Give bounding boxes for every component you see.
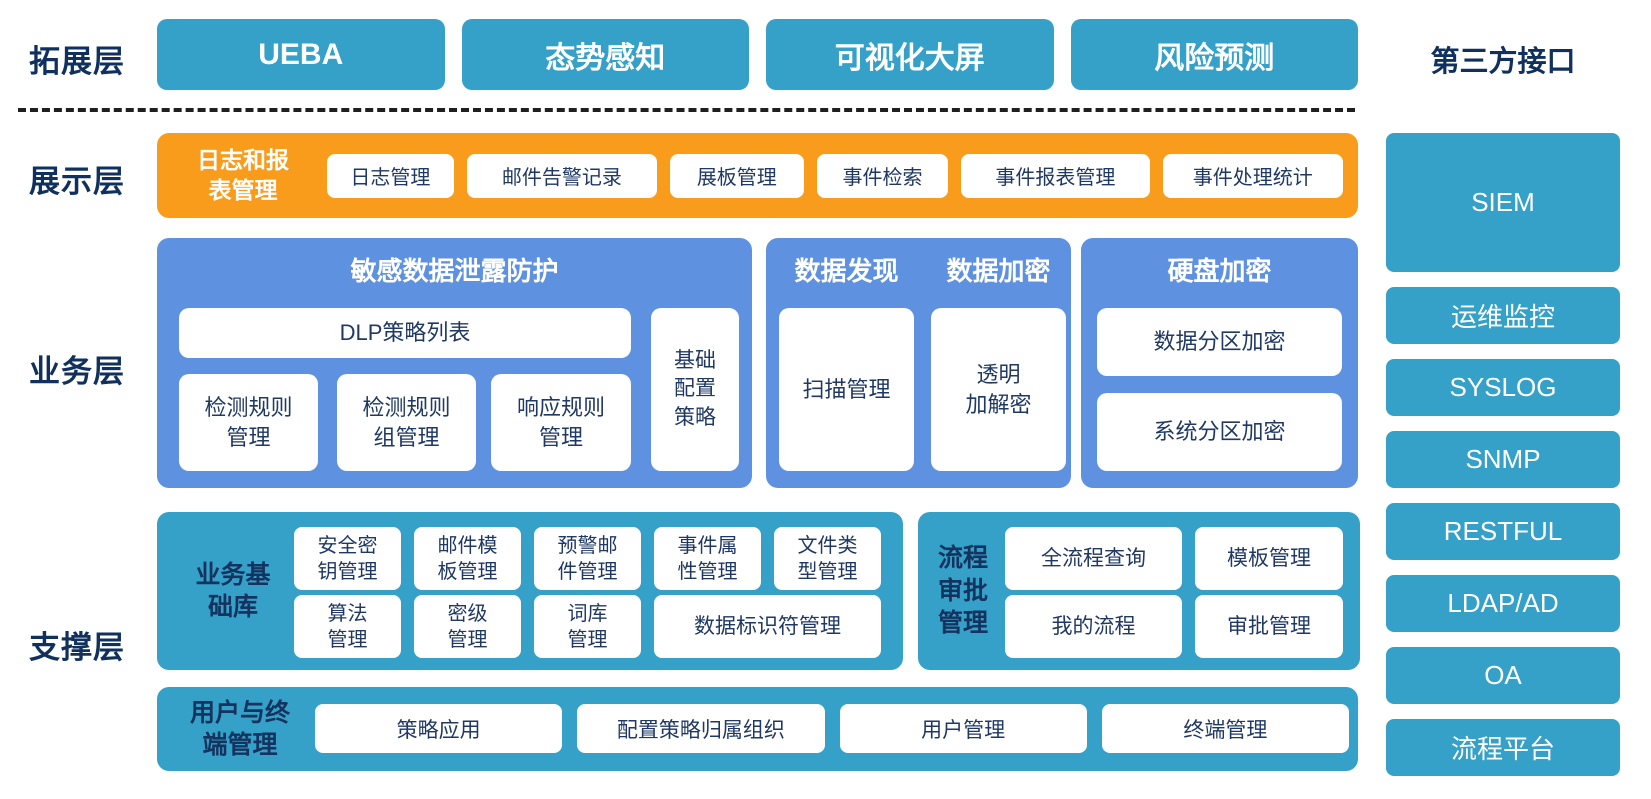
base-config-policy-card: 基础 配置 策略: [651, 308, 739, 471]
layer-label-business: 业务层: [29, 354, 125, 389]
third-party-column: SIEM 运维监控 SYSLOG SNMP RESTFUL LDAP/AD OA…: [1386, 133, 1620, 780]
user-terminal-buttons: 策略应用 配置策略归属组织 用户管理 终端管理: [315, 704, 1349, 753]
file-type-card: 文件类 型管理: [774, 527, 881, 590]
third-party-title: 第三方接口: [1430, 46, 1576, 78]
approval-mgmt-card: 审批管理: [1195, 595, 1343, 658]
extension-layer-row: UEBA 态势感知 可视化大屏 风险预测: [157, 19, 1358, 90]
log-management-card: 日志管理: [327, 153, 454, 198]
terminal-mgmt-card: 终端管理: [1101, 704, 1349, 753]
extension-item-risk-predict: 风险预测: [1070, 19, 1358, 90]
data-discovery-encryption-box: 数据发现 数据加密 扫描管理 透明 加解密: [766, 238, 1071, 488]
dlp-protection-box: 敏感数据泄露防护 DLP策略列表 检测规则 管理 检测规则 组管理 响应规则 管…: [157, 238, 752, 488]
dashed-separator: [18, 108, 1355, 112]
data-partition-encryption-card: 数据分区加密: [1097, 308, 1342, 376]
response-rule-card: 响应规则 管理: [491, 374, 631, 471]
extension-item-bigscreen: 可视化大屏: [766, 19, 1054, 90]
third-party-item-snmp: SNMP: [1386, 431, 1620, 488]
log-report-group-label: 日志和报 表管理: [197, 146, 289, 203]
secrecy-level-card: 密级 管理: [414, 595, 521, 658]
full-flow-query-card: 全流程查询: [1005, 527, 1182, 590]
event-stats-card: 事件处理统计: [1162, 153, 1343, 198]
data-encryption-title: 数据加密: [946, 256, 1051, 286]
security-key-card: 安全密 钥管理: [294, 527, 401, 590]
detect-rule-group-card: 检测规则 组管理: [337, 374, 476, 471]
layer-label-extension: 拓展层: [29, 44, 125, 79]
scan-management-card: 扫描管理: [779, 308, 914, 471]
alert-mail-card: 预警邮 件管理: [534, 527, 641, 590]
event-attr-card: 事件属 性管理: [654, 527, 761, 590]
layer-label-display: 展示层: [29, 164, 125, 199]
third-party-item-oa: OA: [1386, 647, 1620, 704]
dlp-protection-title: 敏感数据泄露防护: [350, 256, 559, 286]
extension-item-ueba: UEBA: [157, 19, 445, 90]
user-terminal-label: 用户与终 端管理: [189, 698, 290, 760]
mail-template-card: 邮件模 板管理: [414, 527, 521, 590]
layer-label-support: 支撑层: [29, 630, 125, 665]
user-terminal-box: 用户与终 端管理 策略应用 配置策略归属组织 用户管理 终端管理: [157, 687, 1358, 771]
my-flow-card: 我的流程: [1005, 595, 1182, 658]
business-base-lib-label: 业务基 础库: [195, 560, 271, 622]
third-party-item-flow-platform: 流程平台: [1386, 719, 1620, 776]
third-party-item-ldap-ad: LDAP/AD: [1386, 575, 1620, 632]
detect-rule-card: 检测规则 管理: [179, 374, 318, 471]
third-party-item-ops-monitor: 运维监控: [1386, 287, 1620, 344]
data-discovery-title: 数据发现: [794, 256, 899, 286]
system-partition-encryption-card: 系统分区加密: [1097, 393, 1342, 471]
mail-alert-record-card: 邮件告警记录: [466, 153, 657, 198]
third-party-item-siem: SIEM: [1386, 133, 1620, 272]
event-search-card: 事件检索: [816, 153, 949, 198]
disk-encryption-box: 硬盘加密 数据分区加密 系统分区加密: [1081, 238, 1358, 488]
third-party-item-restful: RESTFUL: [1386, 503, 1620, 560]
business-base-lib-box: 业务基 础库 安全密 钥管理 邮件模 板管理 预警邮 件管理 事件属 性管理 文…: [157, 512, 903, 670]
lexicon-card: 词库 管理: [534, 595, 641, 658]
event-report-card: 事件报表管理: [961, 153, 1150, 198]
disk-encryption-title: 硬盘加密: [1167, 256, 1272, 286]
extension-item-situation: 态势感知: [461, 19, 749, 90]
workflow-approval-label: 流程 审批 管理: [937, 544, 988, 638]
third-party-item-syslog: SYSLOG: [1386, 359, 1620, 416]
workflow-approval-box: 流程 审批 管理 全流程查询 模板管理 我的流程 审批管理: [918, 512, 1360, 670]
algorithm-card: 算法 管理: [294, 595, 401, 658]
display-layer-box: 日志和报 表管理 日志管理 邮件告警记录 展板管理 事件检索 事件报表管理 事件…: [157, 133, 1358, 218]
policy-org-config-card: 配置策略归属组织: [577, 704, 825, 753]
user-mgmt-card: 用户管理: [839, 704, 1087, 753]
transparent-encryption-card: 透明 加解密: [931, 308, 1066, 471]
dlp-policy-list-card: DLP策略列表: [179, 308, 631, 358]
data-identifier-card: 数据标识符管理: [654, 595, 881, 658]
policy-apply-card: 策略应用: [315, 704, 563, 753]
template-mgmt-card: 模板管理: [1195, 527, 1343, 590]
board-management-card: 展板管理: [670, 153, 804, 198]
